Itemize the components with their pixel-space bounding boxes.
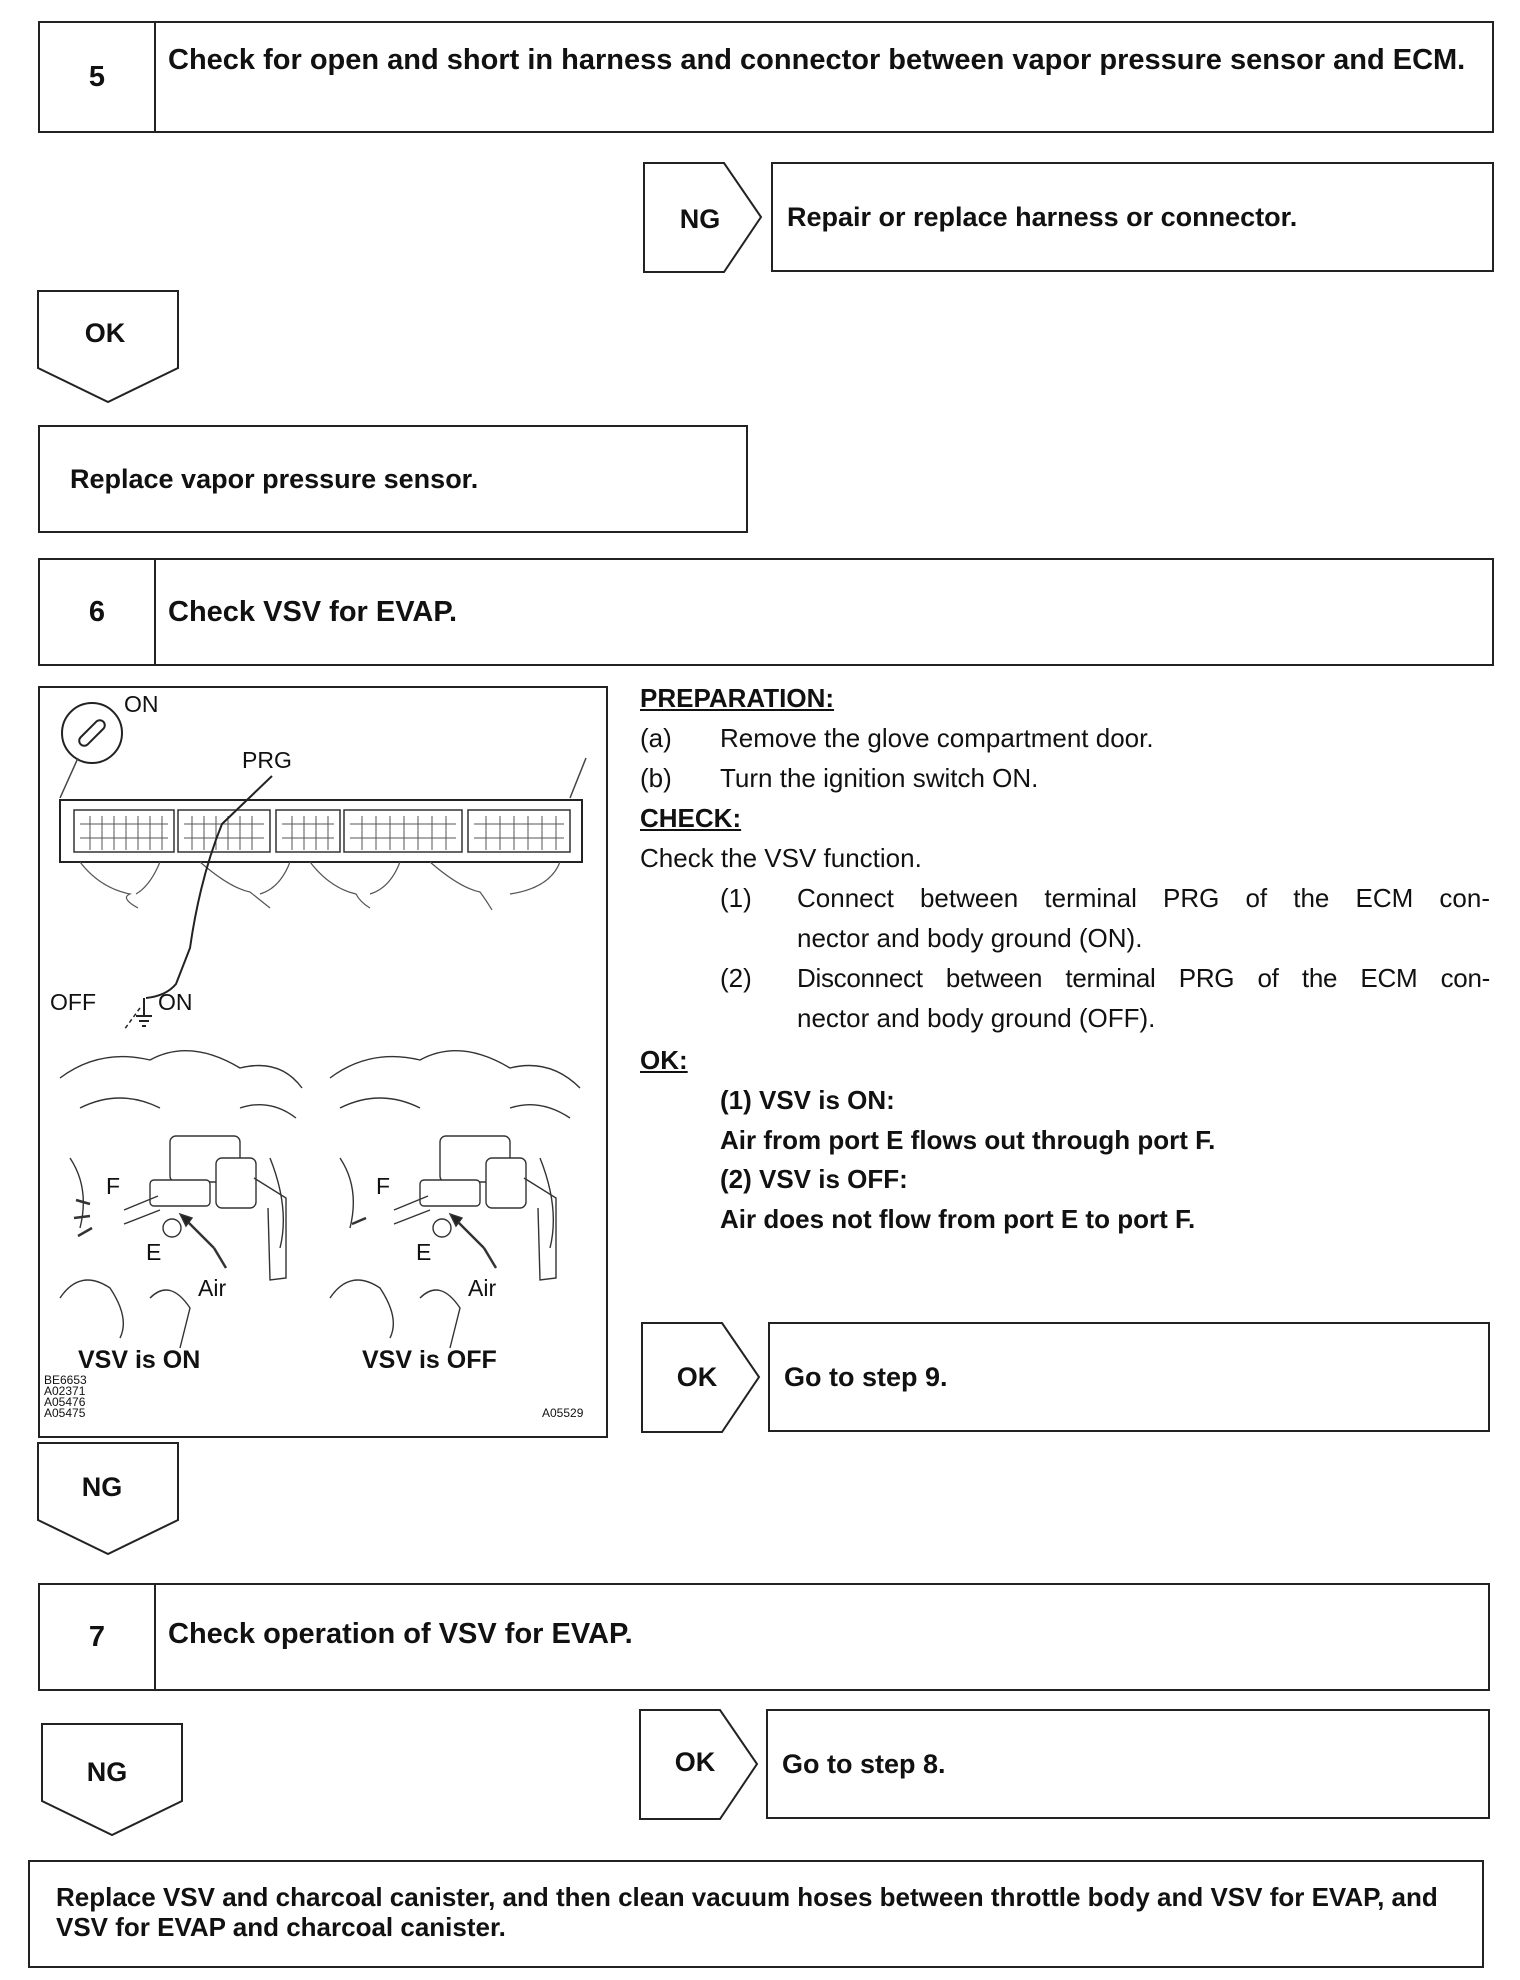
ng-label: NG [86,1757,128,1787]
step-title: Check for open and short in harness and … [168,44,1466,76]
ng-arrow-tag [643,162,763,273]
step-5-header: 5 Check for open and short in harness an… [38,21,1494,133]
ok-2-title: (2) VSV is OFF: [720,1164,908,1194]
ng-arrow-tag [41,1723,183,1837]
ok-label: OK [676,1362,718,1392]
check-2-marker: (2) [720,963,752,993]
vsv-on-drawing [59,1050,303,1349]
ok-action-box: Go to step 9. [768,1322,1490,1432]
step-number: 7 [40,1585,156,1689]
port-f-label-off: F [376,1173,390,1199]
ignition-switch-icon [61,702,123,764]
step-title: Check operation of VSV for EVAP. [168,1618,633,1650]
ng-arrow-tag [37,1442,179,1556]
ok-arrow-tag [37,290,179,404]
figure-id: A05529 [542,1406,584,1420]
ok-action-box: Go to step 8. [766,1709,1490,1819]
preparation-heading: PREPARATION: [640,683,835,713]
prep-b-marker: (b) [640,763,672,793]
check-1-line1: Connect between terminal PRG of the ECM … [797,883,1490,913]
switch-on-label: ON [158,989,193,1015]
caption-vsv-on: VSV is ON [78,1346,200,1374]
port-f-label-on: F [106,1173,120,1199]
step-number: 6 [40,560,156,664]
ng-action-text: Repair or replace harness or connector. [787,201,1298,232]
ok-action-box: Replace vapor pressure sensor. [38,425,748,533]
prg-terminal-label: PRG [242,747,292,773]
ref-code: A05476 [44,1395,86,1409]
ref-code: A05475 [44,1406,86,1420]
prep-a-text: Remove the glove compartment door. [720,723,1154,753]
ref-code: A02371 [44,1384,86,1398]
ok-heading: OK: [640,1045,688,1075]
ok-1-text: Air from port E flows out through port F… [720,1125,1216,1155]
ng-action-box: Replace VSV and charcoal canister, and t… [28,1860,1484,1968]
ok-label: OK [84,318,126,348]
ok-2-text: Air does not flow from port E to port F. [720,1204,1196,1234]
prep-a-marker: (a) [640,723,672,753]
air-label-on: Air [198,1275,226,1301]
check-2-line2: nector and body ground (OFF). [797,1003,1156,1033]
check-2-line1: Disconnect between terminal PRG of the E… [797,963,1490,993]
check-1-line2: nector and body ground (ON). [797,923,1143,953]
port-e-label-on: E [146,1239,161,1265]
check-intro: Check the VSV function. [640,843,922,873]
ok-action-text: Go to step 8. [782,1748,946,1779]
connector-blocks [73,809,571,853]
vsv-check-figure: ON PRG [38,686,608,1438]
ok-label: OK [674,1747,716,1777]
air-label-off: Air [468,1275,496,1301]
vsv-off-drawing [329,1050,581,1349]
ok-arrow-tag [641,1322,761,1433]
ecm-connector [59,799,583,863]
check-heading: CHECK: [640,803,742,833]
ok-action-text: Go to step 9. [784,1361,948,1392]
ok-arrow-tag [639,1709,759,1820]
step-6-header: 6 Check VSV for EVAP. [38,558,1494,666]
ng-label: NG [679,204,721,234]
ng-action-text: Replace VSV and charcoal canister, and t… [56,1882,1438,1942]
ok-action-text: Replace vapor pressure sensor. [70,463,479,494]
ok-1-title: (1) VSV is ON: [720,1085,895,1115]
vsv-illustration: ON PRG [44,691,587,1420]
ref-code: BE6653 [44,1373,87,1387]
ng-label: NG [81,1472,123,1502]
check-1-marker: (1) [720,883,752,913]
caption-vsv-off: VSV is OFF [362,1346,497,1374]
switch-off-label: OFF [50,989,96,1015]
prep-b-text: Turn the ignition switch ON. [720,763,1039,793]
ignition-on-label: ON [124,691,159,717]
step-title: Check VSV for EVAP. [168,596,458,628]
port-e-label-off: E [416,1239,431,1265]
ng-action-box: Repair or replace harness or connector. [771,162,1494,272]
step-7-header: 7 Check operation of VSV for EVAP. [38,1583,1490,1691]
step-number: 5 [40,23,156,131]
